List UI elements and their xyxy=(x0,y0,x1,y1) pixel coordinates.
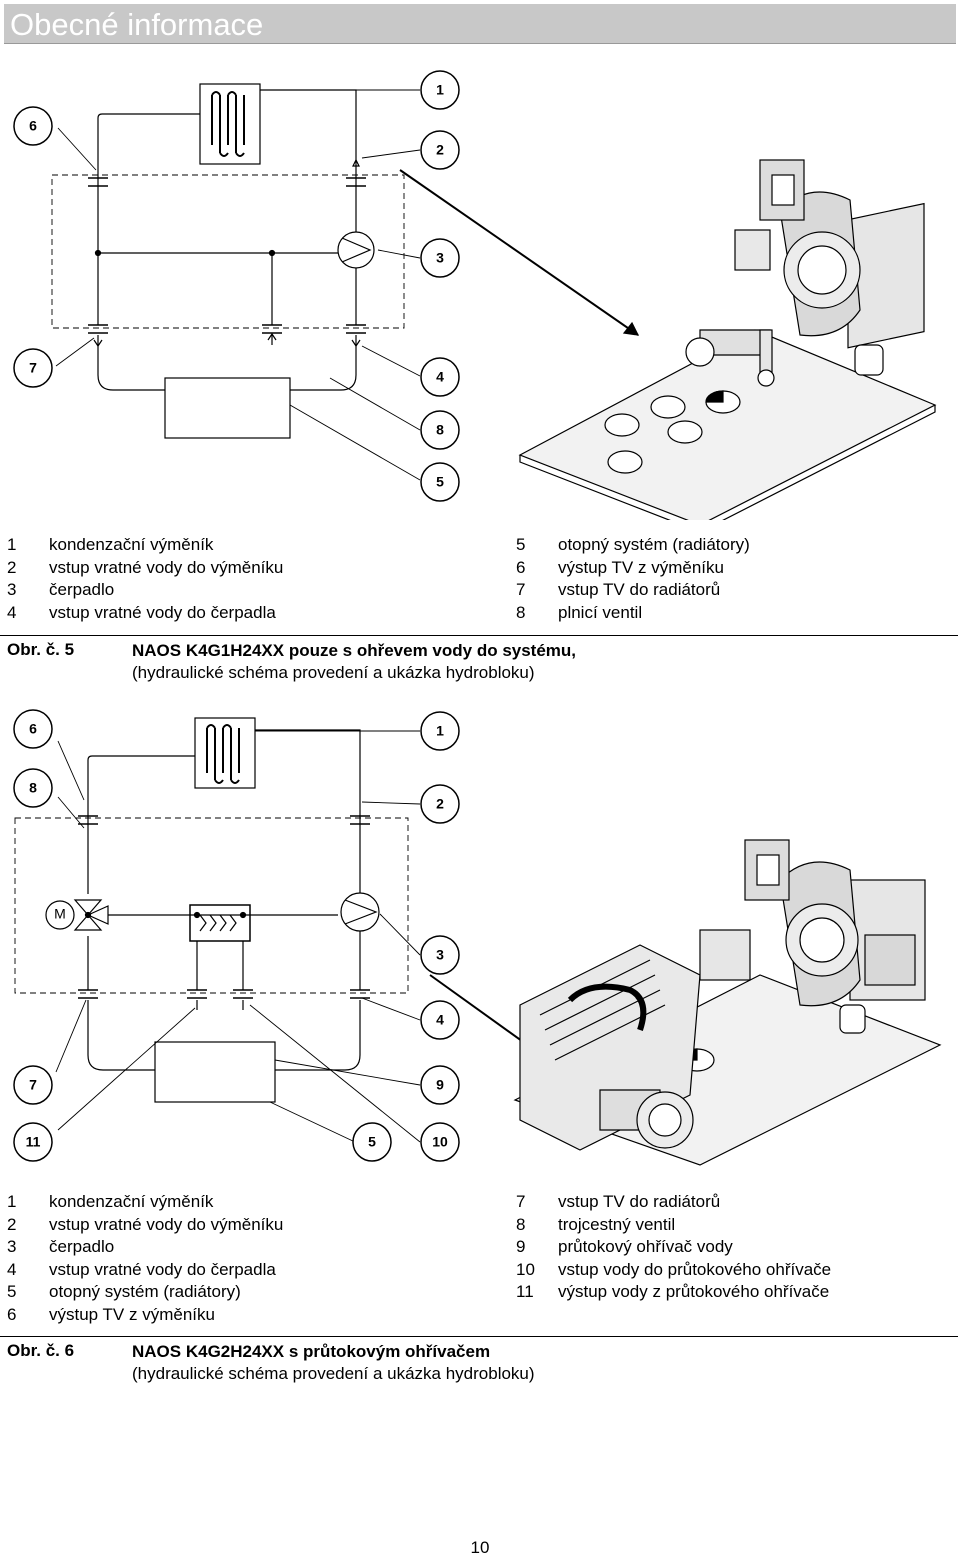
figure-label-2: Obr. č. 6 xyxy=(7,1341,75,1360)
figure-label-1: Obr. č. 5 xyxy=(7,640,75,659)
hydroblock-illustration-2 xyxy=(513,839,942,1166)
svg-text:11: 11 xyxy=(26,1134,41,1150)
callout-4: 4 xyxy=(420,357,460,397)
caption-title-1: NAOS K4G1H24XX pouze s ohřevem vody do s… xyxy=(132,641,577,660)
page-number: 10 xyxy=(470,1538,490,1557)
svg-text:10: 10 xyxy=(432,1134,448,1150)
hydraulic-diagram-2: 1 2 3 4 5 6 7 8 9 10 11 M xyxy=(13,709,942,1166)
svg-text:4: 4 xyxy=(436,369,444,385)
svg-text:2: 2 xyxy=(436,796,444,812)
hydraulic-diagram-1: 1 2 3 4 5 6 7 8 xyxy=(13,70,937,520)
callout-3: 3 xyxy=(420,238,460,278)
caption-divider-1 xyxy=(0,635,958,636)
callout-1: 1 xyxy=(420,711,460,751)
svg-text:5: 5 xyxy=(368,1134,376,1150)
figure-caption-2: NAOS K4G2H24XX s průtokovým ohřívačem (h… xyxy=(132,1341,535,1385)
svg-text:1: 1 xyxy=(436,723,444,739)
callout-5: 5 xyxy=(352,1122,392,1162)
caption-subtitle-1: (hydraulické schéma provedení a ukázka h… xyxy=(132,663,535,682)
figure-caption-1: NAOS K4G1H24XX pouze s ohřevem vody do s… xyxy=(132,640,576,684)
svg-text:8: 8 xyxy=(436,422,444,438)
svg-text:2: 2 xyxy=(436,142,444,158)
hydroblock-illustration-1 xyxy=(518,159,937,520)
callout-11: 11 xyxy=(13,1122,53,1162)
callout-5: 5 xyxy=(420,462,460,502)
callout-3: 3 xyxy=(420,935,460,975)
svg-text:4: 4 xyxy=(436,1012,444,1028)
callout-7: 7 xyxy=(13,1065,53,1105)
callout-4: 4 xyxy=(420,1000,460,1040)
callout-9: 9 xyxy=(420,1065,460,1105)
callout-6: 6 xyxy=(13,106,53,146)
svg-text:3: 3 xyxy=(436,250,444,266)
caption-divider-2 xyxy=(0,1336,958,1337)
svg-text:1: 1 xyxy=(436,82,444,98)
callout-2: 2 xyxy=(420,130,460,170)
section-title: Obecné informace xyxy=(10,7,264,42)
caption-title-2: NAOS K4G2H24XX s průtokovým ohřívačem xyxy=(132,1342,491,1361)
valve-motor-label: M xyxy=(54,906,66,922)
callout-8: 8 xyxy=(13,768,53,808)
callout-7: 7 xyxy=(13,348,53,388)
callouts-fig1: 1 2 3 4 5 6 7 8 xyxy=(13,70,460,502)
callout-8: 8 xyxy=(420,410,460,450)
svg-text:9: 9 xyxy=(436,1077,444,1093)
callout-2: 2 xyxy=(420,784,460,824)
svg-text:6: 6 xyxy=(29,118,37,134)
caption-subtitle-2: (hydraulické schéma provedení a ukázka h… xyxy=(132,1364,535,1383)
svg-text:5: 5 xyxy=(436,474,444,490)
callouts-fig2: 1 2 3 4 5 6 7 8 9 10 11 M xyxy=(13,709,460,1162)
svg-text:8: 8 xyxy=(29,780,37,796)
svg-text:7: 7 xyxy=(29,1077,37,1093)
svg-text:3: 3 xyxy=(436,947,444,963)
callout-10: 10 xyxy=(420,1122,460,1162)
svg-text:6: 6 xyxy=(29,721,37,737)
section-header: Obecné informace xyxy=(4,4,956,44)
callout-1: 1 xyxy=(420,70,460,110)
callout-6: 6 xyxy=(13,709,53,749)
svg-text:7: 7 xyxy=(29,360,37,376)
